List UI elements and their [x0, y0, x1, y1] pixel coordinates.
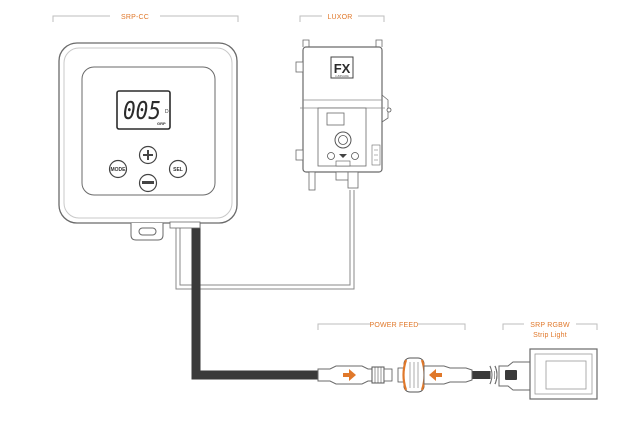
lcd-display — [116, 90, 171, 130]
cable-break — [489, 365, 498, 385]
power-feed-header: POWER FEED — [317, 322, 466, 330]
arrow-left-icon — [429, 369, 442, 381]
luxor-label: LUXOR — [327, 14, 352, 21]
power-cable — [191, 222, 495, 380]
sel-button-label: SEL — [173, 167, 183, 173]
luxor-header: LUXOR — [299, 14, 385, 22]
female-connector — [397, 357, 473, 393]
lcd-suffix: D — [165, 109, 169, 115]
fx-logo — [330, 56, 354, 79]
mode-button-label: MODE — [111, 167, 127, 173]
mode-button[interactable]: MODE — [108, 159, 128, 179]
srp-cc-controller: 005 D GRP MODE SEL — [58, 42, 238, 241]
minus-button[interactable] — [138, 173, 158, 193]
power-feed-label: POWER FEED — [369, 322, 418, 329]
strip-light-label-2: Strip Light — [533, 332, 567, 339]
plus-icon — [143, 150, 153, 160]
male-connector — [317, 365, 393, 385]
fx-logo-sub: LUMINAIRE — [335, 75, 349, 78]
luxor-transformer: FX LUMINAIRE — [295, 39, 392, 191]
fx-logo-text: FX — [334, 61, 351, 76]
lcd-value: 005 — [123, 96, 161, 125]
srp-cc-label: SRP-CC — [121, 14, 149, 21]
minus-icon — [142, 181, 154, 184]
plus-button[interactable] — [138, 145, 158, 165]
srp-cc-header: SRP-CC — [52, 14, 239, 22]
arrow-right-icon — [343, 369, 356, 381]
strip-light-header: SRP RGBW Strip Light — [502, 322, 598, 339]
low-voltage-wire — [175, 190, 355, 290]
strip-light — [498, 348, 598, 400]
sel-button[interactable]: SEL — [168, 159, 188, 179]
strip-light-label-1: SRP RGBW — [530, 322, 570, 329]
lcd-sub: GRP — [157, 121, 166, 126]
